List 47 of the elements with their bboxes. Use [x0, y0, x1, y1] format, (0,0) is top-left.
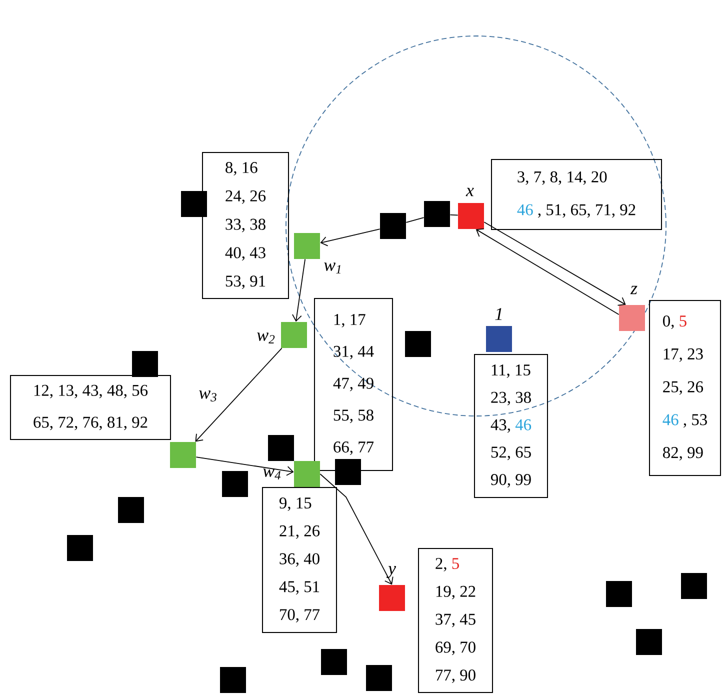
- sensor-square: [170, 442, 196, 468]
- node-label: w$_{1}$: [324, 262, 341, 274]
- node-label: w$_{4}$: [263, 468, 281, 480]
- number-list-box: 12, 13, 43, 48, 56 65, 72, 76, 81, 92: [10, 375, 171, 440]
- arrow: [476, 228, 620, 315]
- sensor-square: [222, 471, 248, 497]
- number-list-box: 0, 5 17, 23 25, 26 46 , 53 82, 99: [649, 300, 721, 476]
- sensor-square: [366, 665, 392, 691]
- number-list-box: 3, 7, 8, 14, 20 46 , 51, 65, 71, 92: [491, 159, 662, 230]
- number-list-box: 1, 17 31, 44 47, 49 55, 58 66, 77: [314, 298, 393, 471]
- number-list-box: 8, 16 24, 26 33, 38 40, 43 53, 91: [202, 152, 289, 299]
- sensor-square: [281, 322, 307, 348]
- arrow: [320, 228, 380, 246]
- number-list-box: 11, 15 23, 38 43, 46 52, 65 90, 99: [474, 354, 548, 498]
- sensor-square: [606, 581, 632, 607]
- sensor-square: [268, 435, 294, 461]
- number-list-box: 2, 5 19, 22 37, 45 69, 70 77, 90: [418, 548, 493, 693]
- arrow: [320, 474, 394, 585]
- arrow: [484, 222, 626, 306]
- sensor-square: [458, 203, 484, 229]
- sensor-square: [379, 585, 405, 611]
- arrow: [195, 348, 282, 442]
- sensor-square: [636, 629, 662, 655]
- sensor-square: [181, 191, 207, 217]
- sensor-square: [132, 351, 158, 377]
- node-label: z: [630, 286, 638, 294]
- sensor-square: [335, 459, 361, 485]
- arrow: [196, 456, 294, 476]
- node-label: w$_{3}$: [199, 390, 216, 402]
- arrow: [292, 258, 306, 322]
- sensor-square: [405, 331, 431, 357]
- sensor-square: [67, 535, 93, 561]
- node-label: w$_{2}$: [257, 332, 275, 344]
- number-list-box: 9, 15 21, 26 36, 40 45, 51 70, 77: [262, 487, 337, 633]
- sensor-square: [220, 667, 246, 693]
- node-label: y: [386, 566, 396, 578]
- sensor-square: [486, 326, 512, 352]
- sensor-square: [118, 497, 144, 523]
- sensor-square: [294, 233, 320, 259]
- sensor-square: [380, 213, 406, 239]
- sensor-square: [619, 305, 645, 331]
- node-label: x: [466, 188, 474, 196]
- sensor-square: [321, 649, 347, 675]
- sensor-square: [424, 201, 450, 227]
- sensor-square: [294, 461, 320, 487]
- node-label: 1: [495, 308, 502, 320]
- sensor-square: [681, 573, 707, 599]
